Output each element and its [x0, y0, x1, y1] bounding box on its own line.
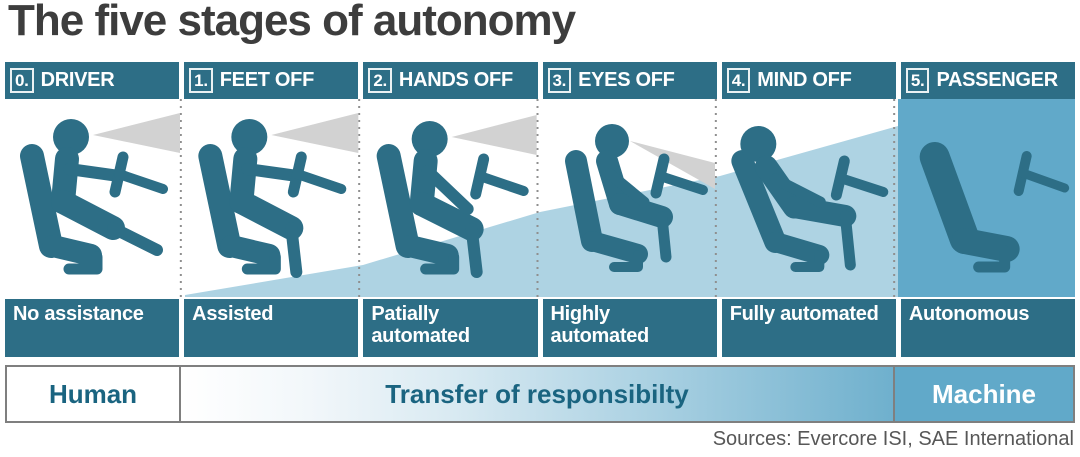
stage-header-label: PASSENGER: [936, 69, 1058, 91]
empty-seat-figure: [919, 142, 1070, 273]
stage-header-eyes-off: 3. EYES OFF: [542, 62, 717, 99]
person-icon: [51, 119, 163, 256]
stage-label-fully-automated: Fully automated: [721, 299, 896, 357]
steering-wheel-icon: [470, 153, 529, 200]
stage-header-row: 0. DRIVER 1. FEET OFF 2. HANDS OFF 3. EY…: [5, 62, 1076, 99]
steering-wheel-icon: [287, 151, 347, 198]
page-title: The five stages of autonomy: [8, 0, 576, 45]
seat-icon: [731, 150, 830, 272]
person-icon: [740, 126, 857, 271]
vision-cone-icon: [630, 141, 715, 189]
stage-number-badge: 5.: [905, 68, 930, 93]
stage-header-mind-off: 4. MIND OFF: [721, 62, 896, 99]
stage-header-label: HANDS OFF: [398, 69, 513, 91]
person-icon: [409, 121, 484, 278]
stage-header-hands-off: 2. HANDS OFF: [363, 62, 538, 99]
vision-cone-icon: [451, 115, 537, 155]
steering-wheel-icon: [109, 151, 168, 198]
transfer-cell: Transfer of responsibilty: [181, 367, 893, 421]
stage-header-label: FEET OFF: [219, 69, 315, 91]
machine-cell: Machine: [893, 367, 1073, 421]
stage-label-highly-automated: Highly automated: [542, 299, 717, 357]
responsibility-wedge: [185, 126, 898, 297]
stage-label-autonomous: Autonomous: [900, 299, 1076, 357]
stage-header-driver: 0. DRIVER: [5, 62, 180, 99]
stage-label-no-assistance: No assistance: [5, 299, 180, 357]
figures-strip: [20, 99, 1075, 297]
stage-number-badge: 0.: [10, 68, 34, 93]
vision-cone-icon: [93, 113, 180, 153]
stage-number-badge: 3.: [547, 68, 572, 93]
stage-label-row: No assistance Assisted Patially automate…: [5, 299, 1076, 357]
stage-label-partially-automated: Patially automated: [363, 299, 538, 357]
stage-header-passenger: 5. PASSENGER: [900, 62, 1076, 99]
human-cell: Human: [7, 367, 181, 421]
stage-header-label: EYES OFF: [578, 69, 675, 91]
steering-wheel-icon: [1013, 151, 1070, 196]
steering-wheel-icon: [650, 153, 708, 199]
driver-hands-off-figure: [376, 115, 537, 278]
person-icon: [595, 124, 673, 263]
steering-wheel-icon: [830, 155, 889, 201]
seat-icon: [20, 144, 103, 275]
stage-number-badge: 1.: [189, 68, 213, 93]
stage-number-badge: 2.: [368, 68, 392, 93]
person-icon: [229, 119, 304, 278]
stage-header-label: MIND OFF: [757, 69, 852, 91]
seat-icon: [198, 144, 281, 275]
seat-icon: [376, 144, 460, 275]
seat-icon: [565, 150, 648, 272]
seat-icon: [919, 142, 1020, 273]
stage-label-assisted: Assisted: [184, 299, 359, 357]
driver-feet-off-figure: [198, 113, 359, 278]
vision-cone-icon: [271, 113, 359, 153]
source-credit: Sources: Evercore ISI, SAE International: [712, 428, 1074, 450]
responsibility-bar: Human Transfer of responsibilty Machine: [5, 365, 1075, 423]
driver-mind-off-figure: [731, 126, 889, 272]
stage-header-label: DRIVER: [40, 69, 115, 91]
driver-eyes-off-figure: [565, 124, 715, 272]
stage-header-feet-off: 1. FEET OFF: [184, 62, 359, 99]
stage-number-badge: 4.: [726, 68, 751, 93]
driver-hands-on-wheel-figure: [20, 113, 180, 275]
